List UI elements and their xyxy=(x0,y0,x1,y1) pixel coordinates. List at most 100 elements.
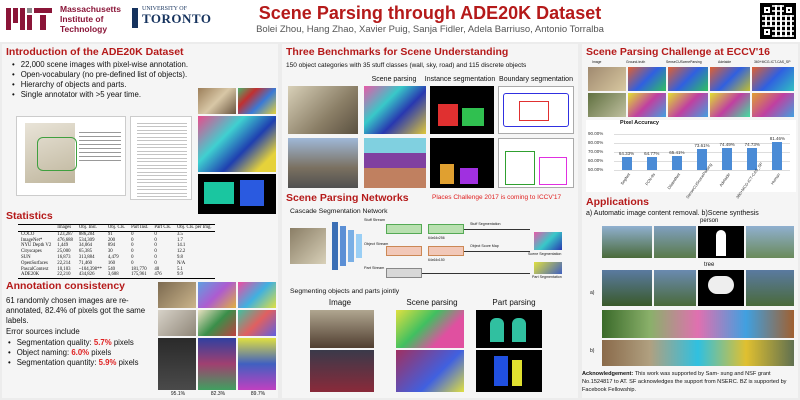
table-cell: 9.8 xyxy=(176,254,183,260)
app-removed xyxy=(654,270,696,306)
joint-scene-parsing xyxy=(396,310,464,348)
object-score-label: Object Score Map xyxy=(470,244,499,248)
annotation-seg-a xyxy=(198,338,236,390)
joint-photo xyxy=(310,350,374,392)
table-header-cell: Obj. Cls. xyxy=(104,224,129,232)
challenge-col-label: Adelaide xyxy=(718,60,732,64)
part-seg-label: Part Segmentation xyxy=(532,275,562,279)
intro-tree-list xyxy=(130,116,192,200)
bar-value-label: 64.77% xyxy=(644,150,660,156)
mit-name: Massachusetts Institute of Technology xyxy=(60,4,121,34)
table-header-cell: Obj. Cls. per Img. xyxy=(173,224,215,232)
challenge-col-label: 360+MCG-ICT-CAS_SP xyxy=(754,60,791,64)
challenge-photo xyxy=(588,67,626,91)
cascade-network-diagram: Stuff Stream Object Stream Part Stream 6… xyxy=(290,218,576,282)
toronto-logo: UNIVERSITY OF TORONTO xyxy=(142,6,211,26)
joint-column-label: Scene parsing xyxy=(406,298,458,307)
bar-360-mcg-ict-cas-sp xyxy=(747,147,758,170)
challenge-pred xyxy=(752,67,794,91)
bar-value-label: 81.46% xyxy=(769,135,786,141)
poster-title: Scene Parsing through ADE20K Dataset xyxy=(258,3,602,23)
table-cell: 0 xyxy=(154,243,157,249)
app-removed xyxy=(654,226,696,258)
table-cell: 0 xyxy=(154,254,157,260)
challenge-pred xyxy=(710,67,750,91)
challenge-pred xyxy=(668,67,708,91)
challenge-title: Scene Parsing Challenge at ECCV'16 xyxy=(586,46,770,58)
applications-title: Applications xyxy=(586,196,650,208)
table-cell: ~104,398** xyxy=(78,266,102,272)
table-cell: 0 xyxy=(131,260,134,266)
challenge-col-label: SenseCUSceneParsing xyxy=(666,60,702,64)
table-cell: OpenSurfaces xyxy=(21,260,48,266)
table-cell: PascalContext xyxy=(21,266,49,272)
joint-column-label: Part parsing xyxy=(492,298,536,307)
qr-code-icon xyxy=(760,3,796,39)
intro-seg-kitchen xyxy=(238,88,276,114)
intro-bullet: Single annotator with >5 year time. xyxy=(6,90,236,100)
table-cell: 4,479 xyxy=(107,254,119,260)
table-cell: 14.1 xyxy=(176,243,186,249)
app-photo xyxy=(602,226,652,258)
networks-title: Scene Parsing Networks xyxy=(286,192,409,204)
table-cell: 22,214 xyxy=(57,260,71,266)
table-header-cell xyxy=(18,224,55,232)
table-cell: 181,770 xyxy=(131,266,147,272)
applications-subtitle: a) Automatic image content removal. b)Sc… xyxy=(586,210,759,217)
benchmark-column-label: Scene parsing xyxy=(371,76,417,83)
annotation-photo xyxy=(158,282,196,308)
table-cell: 886,284 xyxy=(78,231,95,237)
intro-bullet: Hierarchy of objects and parts. xyxy=(6,80,236,90)
dims-label: 64x64x150 xyxy=(428,258,445,262)
mit-logo xyxy=(6,8,52,30)
table-cell: 434,826 xyxy=(78,272,95,278)
table-cell: 34,064 xyxy=(78,243,93,249)
table-cell: 3.5 xyxy=(176,231,183,237)
annotation-title: Annotation consistency xyxy=(6,280,126,292)
annotation-percent: 89.7% xyxy=(250,391,266,397)
challenge-column-labels: Image Ground-truth SenseCUSceneParsing A… xyxy=(586,60,796,66)
table-cell: 1,449 xyxy=(57,243,69,249)
annotation-error-list: Segmentation quality: 5.7% pixels Object… xyxy=(2,338,162,368)
ack-text: This work was supported by Sam- sung and… xyxy=(582,371,787,393)
benchmark-column-label: Boundary segmentation xyxy=(499,76,573,83)
table-cell: 0 xyxy=(131,231,134,237)
table-cell: 0 xyxy=(131,243,134,249)
joint-scene-parsing xyxy=(396,350,464,392)
joint-photo xyxy=(310,310,374,348)
annotation-seg-b xyxy=(238,310,276,336)
table-cell: 160 xyxy=(107,260,116,266)
app-synthesis-row xyxy=(602,340,794,366)
annotation-photo xyxy=(158,338,196,390)
y-tick-label: 80.00% xyxy=(588,140,604,145)
table-cell: 1.7 xyxy=(176,237,183,243)
dims-label: 64x64x256 xyxy=(428,236,445,240)
intro-parts-figure xyxy=(198,174,276,214)
scene-seg-label: Scene Segmentation xyxy=(528,252,562,256)
table-header-cell: Part Cls. xyxy=(151,224,174,232)
table-cell: 123,287 xyxy=(57,231,73,237)
y-tick-label: 90.00% xyxy=(588,131,604,136)
challenge-pred xyxy=(710,93,750,117)
benchmark-scene-parsing xyxy=(364,138,426,188)
table-cell: ADE20K xyxy=(21,272,40,278)
table-header-cell: Obj. Inst. xyxy=(75,224,105,232)
table-cell: 0 xyxy=(154,260,157,266)
benchmark-instance-seg xyxy=(430,86,494,134)
stuff-stream-label: Stuff Stream xyxy=(364,218,386,222)
annotation-seg-a xyxy=(198,310,236,336)
intro-bullets: 22,000 scene images with pixel-wise anno… xyxy=(6,60,236,100)
table-header-row: Images Obj. Inst. Obj. Cls. Part Inst. P… xyxy=(18,224,215,232)
benchmark-photo-room xyxy=(288,86,358,134)
intro-hierarchy-figure xyxy=(16,116,126,196)
table-cell: ImageNet* xyxy=(21,237,43,243)
joint-part-parsing xyxy=(476,310,542,348)
challenge-col-label: Ground-truth xyxy=(626,60,646,64)
mit-name-line: Technology xyxy=(60,24,108,34)
mit-name-line: Institute of xyxy=(60,14,104,24)
challenge-pred xyxy=(668,93,708,117)
